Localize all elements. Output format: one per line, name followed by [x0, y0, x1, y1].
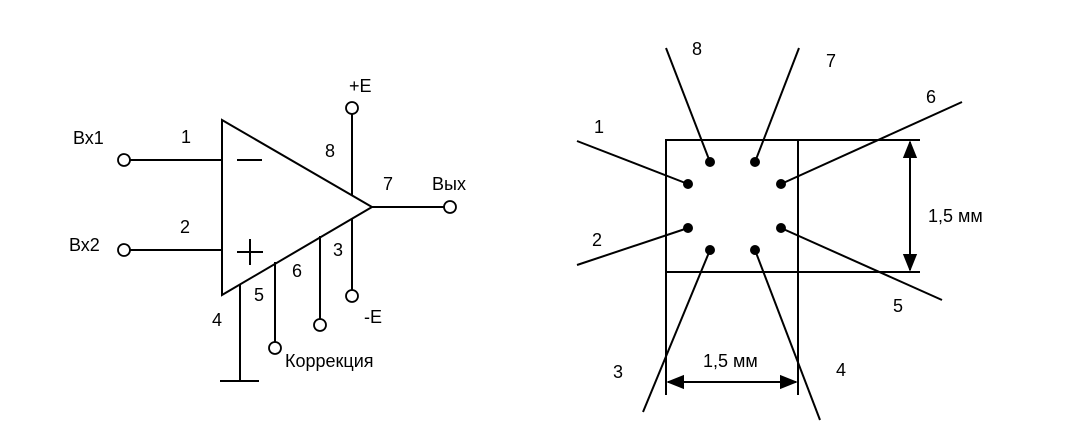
lead-5 — [780, 227, 943, 301]
vpos-label: +E — [349, 76, 372, 96]
opamp-pin-1-label: 1 — [181, 127, 191, 147]
opamp-pin-5-label: 5 — [254, 285, 264, 305]
pin-dot-3 — [705, 245, 715, 255]
lead-6 — [780, 101, 963, 185]
vpos-terminal — [345, 101, 359, 115]
package-pin-2-label: 2 — [592, 230, 602, 250]
width-dimension-label: 1,5 мм — [703, 351, 758, 371]
lead-3 — [642, 249, 711, 413]
opamp-schematic: Вх1 1 Вх2 2 +E 8 Вых 7 -E 3 6 5 Коррекци… — [69, 76, 466, 382]
correction-label: Коррекция — [285, 351, 374, 371]
opamp-pin-2-label: 2 — [180, 217, 190, 237]
package-pin-1-label: 1 — [594, 117, 604, 137]
opamp-pin-7-label: 7 — [383, 174, 393, 194]
pin-dot-1 — [683, 179, 693, 189]
package-pin-7-label: 7 — [826, 51, 836, 71]
pin-dot-2 — [683, 223, 693, 233]
opamp-pin-8-label: 8 — [325, 141, 335, 161]
input1-label: Вх1 — [73, 128, 104, 148]
pin-dot-8 — [705, 157, 715, 167]
package-pin-3-label: 3 — [613, 362, 623, 382]
pin-dot-5 — [776, 223, 786, 233]
output-terminal — [443, 200, 457, 214]
package-pin-5-label: 5 — [893, 296, 903, 316]
pin6-terminal — [313, 318, 327, 332]
input1-terminal — [117, 153, 131, 167]
opamp-pin-6-label: 6 — [292, 261, 302, 281]
package-pin-8-label: 8 — [692, 39, 702, 59]
height-dimension-label: 1,5 мм — [928, 206, 983, 226]
package-pin-4-label: 4 — [836, 360, 846, 380]
vneg-terminal — [345, 289, 359, 303]
opamp-pin-3-label: 3 — [333, 240, 343, 260]
input2-label: Вх2 — [69, 235, 100, 255]
lead-7 — [754, 47, 800, 163]
lead-1 — [576, 140, 689, 185]
package-pin-6-label: 6 — [926, 87, 936, 107]
pin-dot-4 — [750, 245, 760, 255]
opamp-triangle — [221, 118, 374, 297]
vneg-label: -E — [364, 307, 382, 327]
package-body — [665, 139, 799, 273]
output-label: Вых — [432, 174, 466, 194]
lead-4 — [754, 249, 821, 421]
correction-terminal — [268, 341, 282, 355]
pin-dot-7 — [750, 157, 760, 167]
package-pinout: 1,5 мм 1,5 мм 8 7 6 1 2 5 3 4 — [576, 39, 983, 421]
lead-8 — [665, 47, 711, 163]
opamp-pin-4-label: 4 — [212, 310, 222, 330]
pin-dot-6 — [776, 179, 786, 189]
lead-2 — [576, 227, 689, 266]
input2-terminal — [117, 243, 131, 257]
